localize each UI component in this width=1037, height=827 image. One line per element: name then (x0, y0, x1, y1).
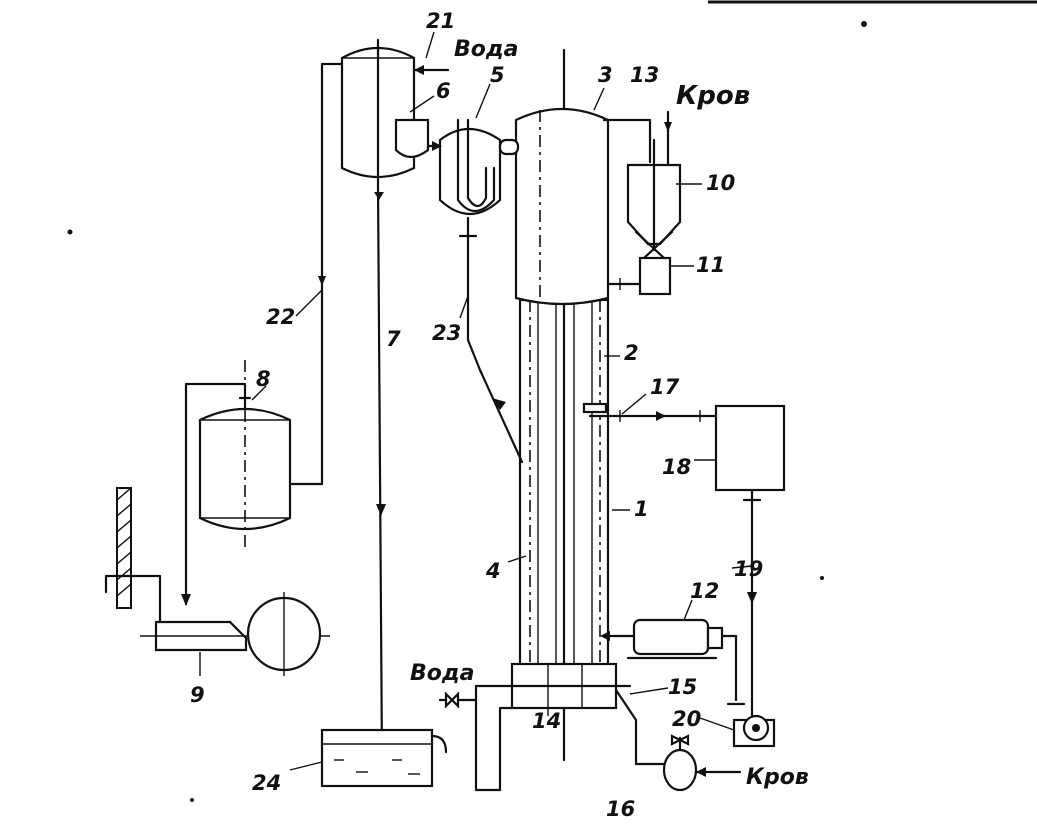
label-1: 1 (634, 497, 649, 521)
pump-20 (726, 488, 776, 748)
label-20: 20 (672, 707, 701, 731)
label-water-top: Вода (454, 37, 519, 62)
tank-8 (181, 360, 292, 606)
label-14: 14 (532, 709, 561, 733)
label-15: 15 (668, 675, 697, 699)
label-17: 17 (650, 375, 680, 399)
label-19: 19 (734, 557, 763, 581)
condenser-6 (340, 38, 450, 188)
label-12: 12 (690, 579, 719, 603)
label-3: 3 (598, 63, 613, 87)
bottom-chamber-14 (438, 662, 666, 792)
label-6: 6 (436, 79, 451, 103)
word-labels: Вода Кров Вода Кров (410, 37, 809, 790)
vessel-18 (582, 402, 786, 492)
label-8: 8 (256, 367, 271, 391)
label-18: 18 (662, 455, 691, 479)
label-2: 2 (624, 341, 639, 365)
label-11: 11 (696, 253, 725, 277)
label-22: 22 (266, 305, 295, 329)
label-blood-top: Кров (676, 81, 750, 111)
separator-3 (514, 107, 610, 306)
label-16: 16 (606, 797, 635, 821)
unit-9 (104, 487, 330, 676)
label-5: 5 (490, 63, 505, 87)
label-21: 21 (426, 9, 455, 33)
hopper-10 (626, 110, 682, 260)
heat-exchanger-5 (438, 118, 520, 242)
pipe-7 (376, 184, 384, 762)
pipe-13 (602, 118, 652, 164)
pump-16 (662, 734, 742, 792)
device-11 (606, 256, 672, 296)
tank-24 (320, 728, 448, 788)
pipe-23 (466, 238, 524, 464)
label-23: 23 (432, 321, 461, 345)
label-9: 9 (190, 683, 205, 707)
heater-12 (600, 618, 738, 702)
label-24: 24 (252, 771, 281, 795)
label-10: 10 (706, 171, 735, 195)
label-4: 4 (485, 559, 501, 583)
label-7: 7 (386, 327, 401, 351)
label-blood-bottom: Кров (746, 765, 809, 790)
label-13: 13 (630, 63, 659, 87)
number-labels: 1 2 3 4 5 6 7 8 9 10 11 12 13 14 15 16 1… (190, 9, 763, 821)
label-water-bottom: Вода (410, 661, 475, 686)
scan-specks (67, 0, 1037, 802)
column-1 (518, 48, 610, 762)
pipe-22 (290, 62, 344, 486)
